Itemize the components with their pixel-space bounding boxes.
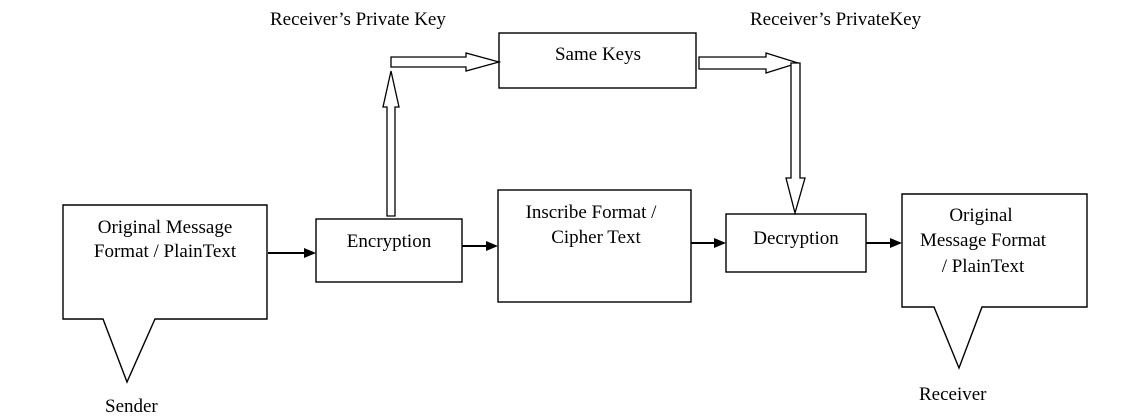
decryption-box — [725, 213, 867, 273]
same-keys-label: Same Keys — [555, 44, 641, 65]
sender-private-key-label: Receiver’s Private Key — [270, 9, 446, 30]
receiver-message-line-2: Message Format — [920, 230, 1047, 251]
cipher-text-box — [497, 189, 692, 303]
receiver-callout-shape — [901, 193, 1088, 370]
flow-arrow-sender-to-encryption — [268, 248, 316, 258]
receiver-private-key-label: Receiver’s PrivateKey — [750, 9, 922, 30]
receiver-message-callout: Original Message Format / PlainText — [901, 193, 1088, 370]
encryption-label: Encryption — [347, 231, 432, 252]
sender-callout-shape — [62, 204, 268, 384]
sender-message-callout: Original Message Format / PlainText — [62, 204, 268, 384]
cipher-text-line-1: Inscribe Format / — [526, 202, 658, 223]
key-arrow-to-same-keys — [390, 52, 502, 72]
receiver-message-line-1: Original — [949, 205, 1012, 226]
cipher-text-line-2: Cipher Text — [551, 227, 641, 248]
same-keys-box — [498, 32, 697, 89]
cipher-text-node: Inscribe Format / Cipher Text — [497, 189, 692, 303]
same-keys-node: Same Keys — [498, 32, 697, 89]
encryption-node: Encryption — [315, 218, 463, 283]
flow-arrow-cipher-to-decryption — [691, 238, 726, 248]
receiver-label: Receiver — [919, 384, 987, 405]
flow-arrow-encryption-to-cipher — [462, 241, 498, 251]
key-arrow-encryption-up — [382, 70, 400, 217]
decryption-label: Decryption — [753, 228, 839, 249]
encryption-box — [315, 218, 463, 283]
key-arrow-down-to-decryption — [785, 62, 806, 216]
sender-message-line-2: Format / PlainText — [94, 241, 237, 262]
sender-message-line-1: Original Message — [98, 217, 233, 238]
flow-arrow-decryption-to-receiver — [866, 238, 902, 248]
sender-label: Sender — [105, 396, 158, 417]
receiver-message-line-3: / PlainText — [942, 256, 1025, 277]
key-arrow-from-same-keys — [698, 52, 801, 74]
decryption-node: Decryption — [725, 213, 867, 273]
